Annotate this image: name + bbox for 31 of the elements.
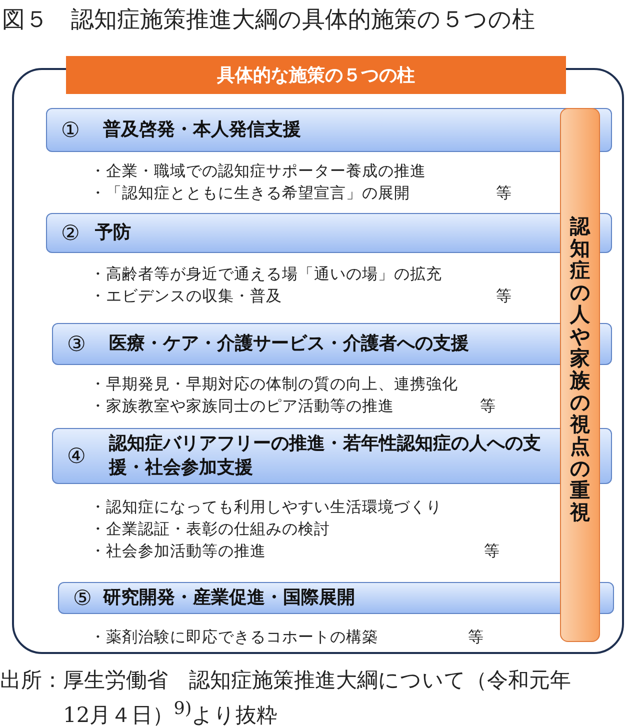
etc-mark: 等 [480,396,496,417]
etc-mark: 等 [496,183,512,204]
pillar-bar [58,582,614,614]
pillar-heading: 研究開発・産業促進・国際展開 [103,586,355,610]
bullet-item: ・社会参加活動等の推進 [90,541,266,562]
etc-mark: 等 [484,541,500,562]
pillar-heading: 認知症バリアフリーの推進・若年性認知症の人への支援・社会参加支援 [109,432,542,480]
pillar-heading: 予防 [95,220,131,245]
pillar-bar [46,108,612,152]
header-band: 具体的な施策の５つの柱 [66,56,566,94]
etc-mark: 等 [496,286,512,307]
etc-mark: 等 [468,627,484,648]
pillar-number: ② [61,221,81,245]
bullet-item: ・家族教室や家族同士のピア活動等の推進 [90,396,394,417]
bullet-item: ・早期発見・早期対応の体制の質の向上、連携強化 [90,374,458,395]
pillar-number: ③ [67,332,87,356]
vertical-band: 認知症の人や家族の視点の重視 [560,108,600,642]
pillar-number: ④ [67,444,87,468]
pillar-number: ① [61,118,81,142]
pillar-number: ⑤ [73,586,93,610]
bullet-item: ・企業・職域での認知症サポーター養成の推進 [90,161,426,182]
bullet-item: ・「認知症とともに生きる希望宣言」の展開 [90,183,410,204]
bullet-item: ・エビデンスの収集・普及 [90,286,282,307]
bullet-item: ・企業認証・表彰の仕組みの検討 [90,519,330,540]
pillar-heading: 医療・ケア・介護サービス・介護者への支援 [109,332,469,356]
figure-title: 図５ 認知症施策推進大綱の具体的施策の５つの柱 [2,6,535,35]
bullet-item: ・高齢者等が身近で通える場「通いの場」の拡充 [90,264,442,285]
pillar-heading: 普及啓発・本人発信支援 [103,118,301,142]
bullet-item: ・薬剤治験に即応できるコホートの構築 [90,627,378,648]
source-caption: 出所：厚生労働省 認知症施策推進大綱について（令和元年12月４日）$^{9)}$より抜粋 [0,667,572,726]
bullet-item: ・認知症になっても利用しやすい生活環境づくり [90,497,442,518]
